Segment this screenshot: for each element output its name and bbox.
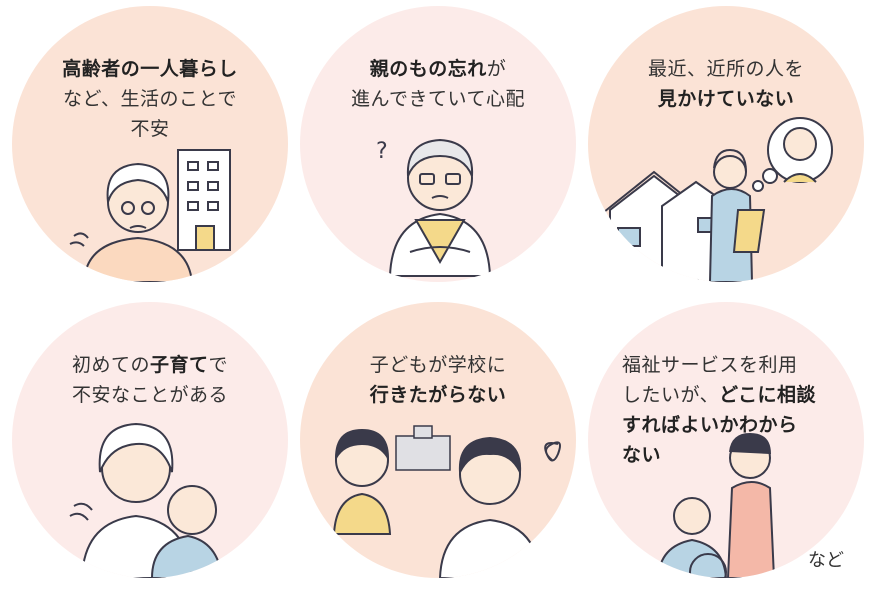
concern-card-elderly-alone: 高齢者の一人暮らし など、生活のことで 不安 — [12, 6, 288, 282]
etc-label: など — [808, 550, 844, 571]
apartment-building — [177, 149, 231, 251]
card-text: 親のもの忘れが 進んできていて心配 — [351, 58, 525, 110]
worried-man-illustration: ? — [376, 138, 492, 277]
baby — [150, 485, 224, 578]
worried-father — [438, 436, 542, 578]
parent-and-baby-illustration — [69, 422, 224, 578]
card-text: 子どもが学校に 行きたがらない — [369, 354, 507, 406]
concern-card-school: 子どもが学校に 行きたがらない — [300, 302, 576, 578]
question-mark-icon: ? — [376, 139, 388, 164]
woman-with-bag — [708, 148, 766, 282]
card-text: 福祉サービスを利用 したいが、どこに相談 すればよいかわから ない — [622, 354, 817, 466]
elderly-woman — [82, 162, 194, 282]
crying-child — [332, 428, 392, 535]
older-man — [388, 138, 492, 277]
concern-card-welfare: 福祉サービスを利用 したいが、どこに相談 すればよいかわから ない — [588, 302, 864, 578]
concern-card-parenting: 初めての子育てで 不安なことがある — [12, 302, 288, 578]
neighbor-illustration — [603, 117, 833, 282]
scribble-icon — [544, 441, 561, 462]
concern-card-neighbor: 最近、近所の人を 見かけていない — [588, 6, 864, 282]
thought-bubble — [752, 117, 833, 192]
caregiver-illustration — [656, 432, 776, 578]
caregiver — [726, 432, 776, 578]
mother — [80, 422, 194, 578]
card-text: 初めての子育てで 不安なことがある — [71, 354, 229, 406]
card-text: 最近、近所の人を 見かけていない — [647, 58, 804, 110]
sigh-mark — [69, 502, 93, 521]
child-and-father-illustration — [332, 425, 561, 578]
sigh-mark — [69, 232, 89, 247]
wheelchair-user — [656, 497, 728, 578]
card-text: 高齢者の一人暮らし など、生活のことで 不安 — [62, 58, 238, 140]
concern-card-parent-forgetfulness: 親のもの忘れが 進んできていて心配 ? — [300, 6, 576, 282]
school-building — [395, 425, 451, 471]
elderly-woman-illustration — [69, 149, 231, 282]
